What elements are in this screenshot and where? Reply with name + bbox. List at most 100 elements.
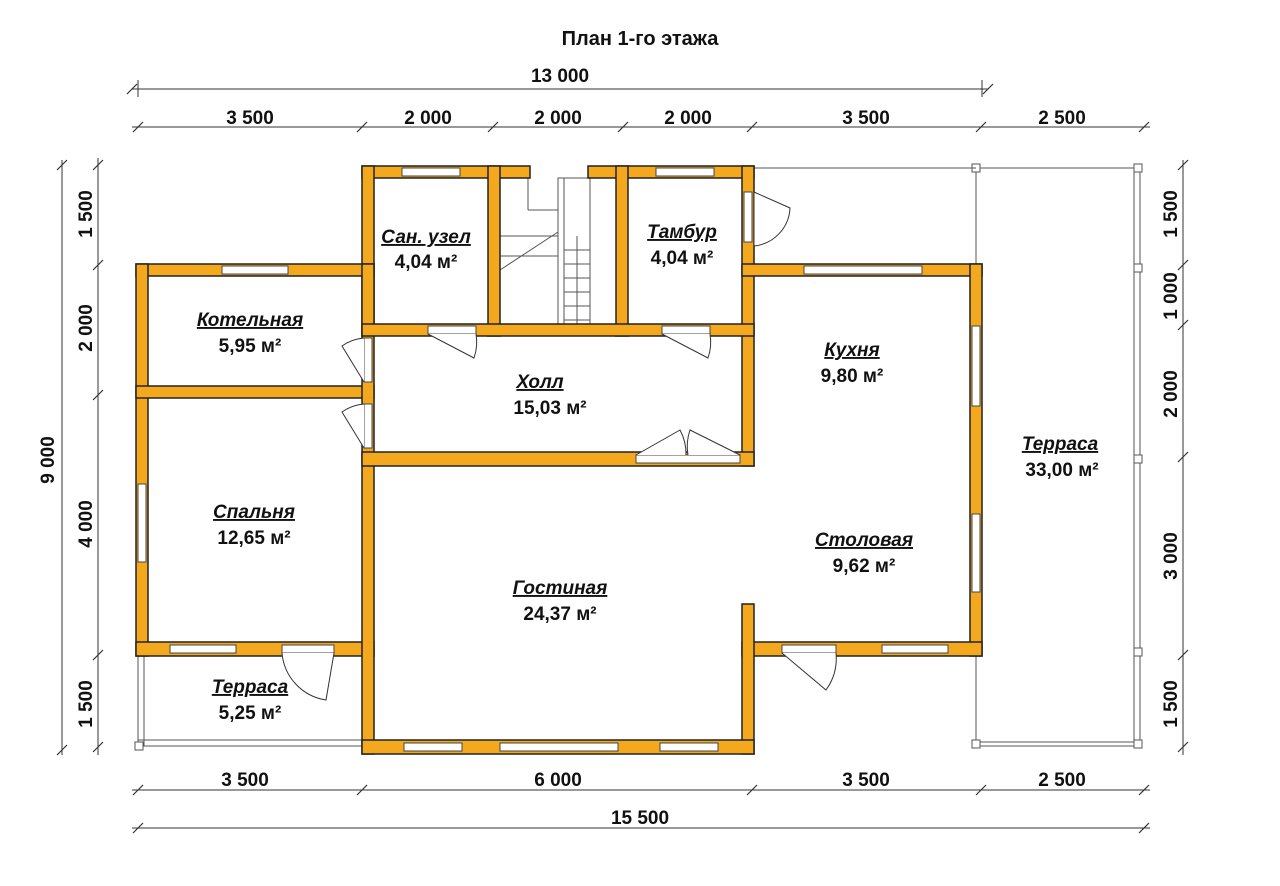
- top-seg-2: 2 000: [404, 108, 452, 129]
- window: [881, 644, 949, 654]
- top-total-label: 13 000: [531, 66, 589, 87]
- bottom-seg-1: 3 500: [221, 770, 269, 791]
- room-name: Гостиная: [513, 578, 608, 599]
- door-opening: [281, 644, 335, 654]
- terrace-post: [1133, 739, 1143, 749]
- right-seg-5: 1 500: [1161, 680, 1182, 728]
- door-opening: [363, 403, 373, 449]
- room-name: Холл: [515, 372, 563, 393]
- window: [137, 483, 147, 563]
- room-tambur: Тамбур 4,04 м²: [647, 222, 717, 269]
- terrace-post: [134, 741, 144, 751]
- left-seg-4: 1 500: [76, 680, 97, 728]
- room-bedroom: Спальня 12,65 м²: [213, 502, 295, 549]
- room-sanuzel: Сан. узел 4,04 м²: [381, 227, 471, 273]
- room-name: Терраса: [212, 677, 289, 698]
- window: [403, 742, 463, 752]
- room-name: Терраса: [1022, 434, 1099, 455]
- door-swing: [686, 429, 741, 456]
- top-seg-3: 2 000: [534, 108, 582, 129]
- room-area: 4,04 м²: [395, 252, 458, 273]
- left-total-label: 9 000: [38, 436, 59, 484]
- room-area: 24,37 м²: [523, 604, 596, 625]
- staircase: [499, 177, 594, 337]
- bottom-seg-2: 6 000: [534, 770, 582, 791]
- walls: [135, 165, 983, 755]
- top-dimension-total: 13 000: [126, 66, 994, 97]
- door-swing: [427, 333, 478, 359]
- room-name: Сан. узел: [381, 227, 471, 248]
- room-terrace-south: Терраса 5,25 м²: [212, 677, 289, 724]
- terrace-post: [1133, 263, 1143, 273]
- door-opening: [363, 337, 373, 383]
- door-opening: [661, 325, 711, 335]
- room-area: 4,04 м²: [651, 248, 714, 269]
- room-kitchen: Кухня 9,80 м²: [821, 340, 884, 387]
- left-seg-2: 2 000: [76, 304, 97, 352]
- room-name: Спальня: [213, 502, 295, 523]
- windows: [137, 167, 981, 752]
- room-area: 33,00 м²: [1025, 460, 1098, 481]
- window: [971, 325, 981, 407]
- door-opening: [781, 644, 837, 654]
- window: [655, 167, 715, 177]
- window: [659, 742, 719, 752]
- top-seg-1: 3 500: [226, 108, 274, 129]
- left-seg-1: 1 500: [76, 190, 97, 238]
- door-swing: [753, 191, 791, 247]
- plan-title: План 1-го этажа: [562, 28, 720, 50]
- door-swing: [781, 652, 837, 691]
- room-area: 5,25 м²: [219, 703, 282, 724]
- door-opening: [635, 454, 741, 464]
- room-area: 12,65 м²: [217, 528, 290, 549]
- bottom-seg-3: 3 500: [842, 770, 890, 791]
- terrace-post: [1133, 454, 1143, 464]
- doors: [281, 191, 837, 701]
- top-seg-4: 2 000: [664, 108, 712, 129]
- terrace-post: [1133, 647, 1143, 657]
- room-name: Котельная: [197, 310, 303, 331]
- right-seg-3: 2 000: [1161, 370, 1182, 418]
- right-seg-4: 3 000: [1161, 532, 1182, 580]
- window: [401, 167, 461, 177]
- room-terrace-east: Терраса 33,00 м²: [1022, 434, 1099, 481]
- bottom-dimension-segments: 3 500 6 000 3 500 2 500: [132, 770, 1150, 796]
- window: [803, 265, 923, 275]
- room-kotelnaya: Котельная 5,95 м²: [197, 310, 303, 357]
- door-swing: [341, 337, 365, 383]
- right-seg-1: 1 500: [1161, 190, 1182, 238]
- bottom-dimension-total: 15 500: [132, 808, 1150, 834]
- window: [221, 265, 289, 275]
- room-name: Кухня: [824, 340, 879, 361]
- room-area: 9,80 м²: [821, 366, 884, 387]
- bottom-total-label: 15 500: [611, 808, 669, 829]
- door-swing: [281, 652, 335, 701]
- top-dimension-segments: 3 500 2 000 2 000 2 000 3 500 2 500: [132, 108, 1150, 133]
- bottom-seg-4: 2 500: [1038, 770, 1086, 791]
- room-name: Тамбур: [647, 222, 717, 243]
- door-swing: [661, 333, 712, 359]
- top-seg-5: 3 500: [842, 108, 890, 129]
- door-swing: [341, 403, 365, 449]
- window: [169, 644, 237, 654]
- door-opening: [427, 325, 477, 335]
- room-name: Столовая: [815, 530, 913, 551]
- left-seg-3: 4 000: [76, 500, 97, 548]
- right-dimension-segments: 1 500 1 000 2 000 3 000 1 500: [1161, 159, 1189, 755]
- top-seg-6: 2 500: [1038, 108, 1086, 129]
- room-area: 5,95 м²: [219, 336, 282, 357]
- door-swing: [635, 429, 687, 456]
- room-hall: Холл 15,03 м²: [513, 372, 586, 419]
- terrace-post: [1133, 163, 1143, 173]
- room-area: 15,03 м²: [513, 398, 586, 419]
- room-living: Гостиная 24,37 м²: [513, 578, 608, 625]
- room-area: 9,62 м²: [833, 556, 896, 577]
- window: [499, 742, 619, 752]
- left-dimension-total: 9 000: [38, 159, 68, 756]
- window: [743, 191, 753, 243]
- right-seg-2: 1 000: [1161, 272, 1182, 320]
- terrace-post: [971, 739, 981, 749]
- room-dining: Столовая 9,62 м²: [815, 530, 913, 577]
